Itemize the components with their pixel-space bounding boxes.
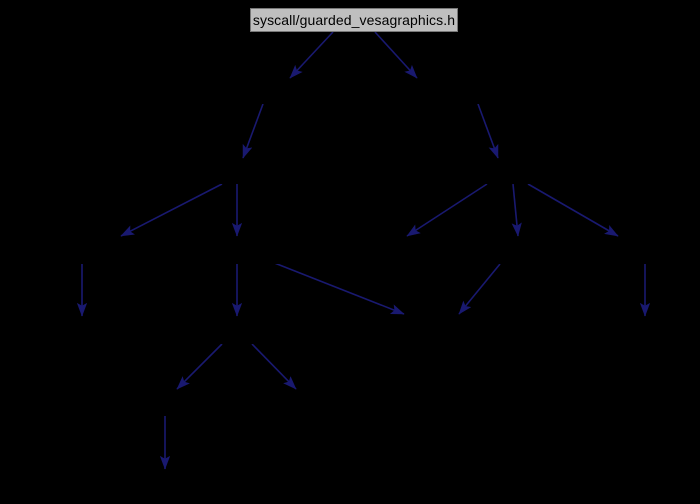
graph-edge xyxy=(242,103,264,159)
graph-node[interactable] xyxy=(598,240,692,264)
graph-node[interactable] xyxy=(198,80,292,104)
graph-node[interactable] xyxy=(118,472,212,496)
graph-edge xyxy=(477,103,499,159)
graph-node[interactable] xyxy=(471,240,565,264)
graph-node[interactable] xyxy=(198,160,292,184)
graph-node[interactable] xyxy=(453,160,547,184)
graph-edge xyxy=(458,263,501,315)
graph-edge xyxy=(271,261,405,315)
graph-node[interactable] xyxy=(380,320,474,344)
graph-node[interactable] xyxy=(45,240,139,264)
graph-node[interactable] xyxy=(598,320,692,344)
graph-edges xyxy=(76,31,651,470)
graph-edge xyxy=(406,183,488,237)
graph-edge xyxy=(527,183,619,237)
graph-node[interactable] xyxy=(248,392,342,416)
graph-node[interactable] xyxy=(130,392,224,416)
graph-node[interactable] xyxy=(190,320,284,344)
graph-node[interactable] xyxy=(455,80,549,104)
graph-edge xyxy=(374,31,418,79)
graph-edge xyxy=(289,31,334,79)
graph-edge xyxy=(511,183,522,237)
graph-edge xyxy=(251,343,297,390)
graph-edge xyxy=(120,183,223,237)
graph-node[interactable] xyxy=(35,320,129,344)
graph-node[interactable] xyxy=(358,240,452,264)
graph-node[interactable] xyxy=(190,240,284,264)
graph-node-label: syscall/guarded_vesagraphics.h xyxy=(252,12,456,28)
graph-edge xyxy=(176,343,223,390)
graph-node-root[interactable]: syscall/guarded_vesagraphics.h xyxy=(250,8,458,32)
